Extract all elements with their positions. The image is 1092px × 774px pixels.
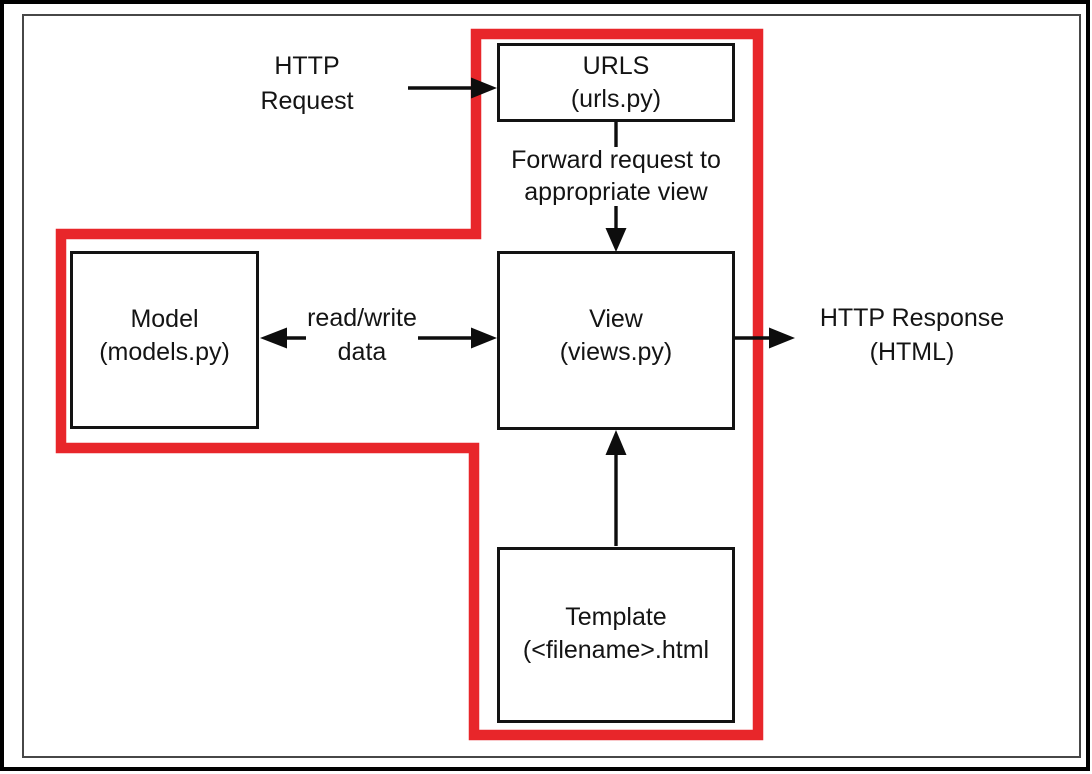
view-box-title: View — [589, 304, 643, 333]
forward-request-label-line1: Forward request to — [511, 146, 721, 174]
model-box-title: Model — [130, 305, 199, 333]
view-box: View (views.py) — [497, 251, 735, 430]
http-response-label-line2: (HTML) — [869, 338, 955, 366]
forward-request-label-line2: appropriate view — [524, 178, 708, 206]
read-write-data-label-line2: data — [337, 338, 387, 366]
model-box-subtitle: (models.py) — [99, 338, 230, 366]
inner-gray-frame — [22, 14, 1081, 758]
http-response-label-line1: HTTP Response — [819, 304, 1005, 332]
urls-box-subtitle: (urls.py) — [570, 84, 662, 113]
http-request-label-line1: HTTP — [274, 52, 340, 80]
read-write-data-label-line1: read/write — [307, 304, 417, 332]
template-box-title: Template — [565, 603, 667, 631]
urls-box: URLS (urls.py) — [497, 43, 735, 122]
forward-request-label: Forward request to appropriate view — [466, 144, 766, 208]
http-request-label: HTTP Request — [187, 49, 427, 119]
read-write-data-label: read/write data — [292, 301, 432, 369]
http-request-label-line2: Request — [260, 87, 354, 115]
view-box-subtitle: (views.py) — [559, 337, 673, 366]
urls-box-title: URLS — [582, 51, 650, 80]
template-box: Template (<filename>.html — [497, 547, 735, 723]
template-box-subtitle: (<filename>.html — [522, 636, 710, 664]
http-response-label: HTTP Response (HTML) — [790, 301, 1034, 369]
model-box: Model (models.py) — [70, 251, 259, 429]
